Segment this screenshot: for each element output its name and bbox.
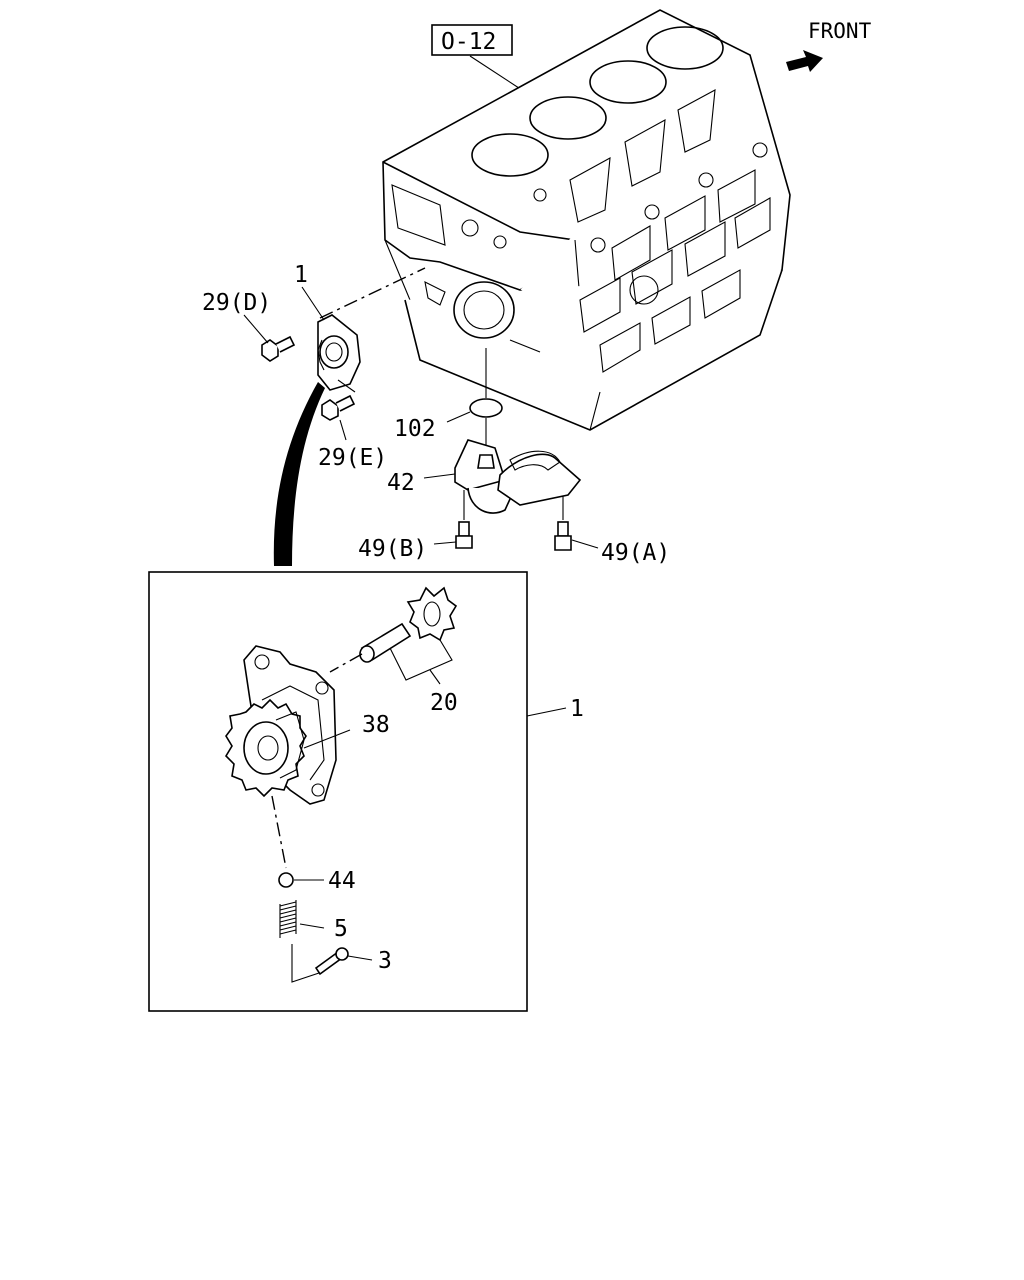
bolt-29e-link	[337, 379, 356, 393]
callout-1-detail: 1	[570, 696, 584, 722]
reference-leader	[469, 55, 526, 93]
leader-20	[429, 669, 441, 685]
leader-42	[423, 473, 456, 479]
leader-49b	[433, 541, 457, 545]
cotter-pin-3[interactable]	[314, 947, 349, 976]
reference-label: O-12	[441, 29, 496, 55]
pump-drive-gear[interactable]	[224, 698, 307, 798]
bolt-49b[interactable]	[455, 521, 473, 549]
leader-49a	[571, 539, 599, 549]
leader-1-top	[301, 286, 325, 321]
callout-44: 44	[328, 868, 356, 894]
callout-29e: 29(E)	[318, 445, 387, 471]
arrow-icon	[786, 50, 823, 72]
leader-38	[303, 729, 351, 749]
front-label: FRONT	[808, 19, 872, 43]
leader-102	[446, 411, 471, 423]
detail-pointer	[273, 382, 325, 566]
oil-pump-small[interactable]	[317, 314, 361, 391]
callout-29d: 29(D)	[202, 290, 271, 316]
callout-49a: 49(A)	[601, 540, 670, 566]
callout-1-top: 1	[294, 262, 308, 288]
pin-bracket	[291, 944, 323, 983]
shaft-axis-line	[329, 653, 363, 673]
leader-29d	[243, 314, 269, 344]
shaft-gear-20[interactable]	[359, 586, 458, 663]
callout-5: 5	[334, 916, 348, 942]
oil-strainer-42[interactable]	[454, 439, 582, 514]
leader-29e	[339, 419, 347, 441]
callout-20: 20	[430, 690, 458, 716]
leader-5	[299, 923, 325, 929]
bolt-49a[interactable]	[554, 521, 572, 551]
valve-axis-line	[271, 795, 287, 869]
callout-102: 102	[394, 416, 436, 442]
engine-block[interactable]	[382, 9, 791, 431]
detail-box	[148, 571, 528, 1012]
pump-mount-line	[319, 267, 426, 319]
callout-38: 38	[362, 712, 390, 738]
ball-44[interactable]	[278, 872, 294, 888]
callout-3: 3	[378, 948, 392, 974]
callout-42: 42	[387, 470, 415, 496]
o-ring-102[interactable]	[469, 398, 503, 418]
leader-3	[347, 955, 373, 961]
reference-box[interactable]: O-12	[431, 24, 513, 56]
callout-49b: 49(B)	[358, 536, 427, 562]
bracket-20	[389, 639, 453, 681]
leader-1-detail	[526, 707, 567, 717]
spring-5[interactable]	[279, 900, 297, 938]
bolt-29d[interactable]	[261, 335, 296, 362]
bolt-29e[interactable]	[321, 394, 356, 421]
